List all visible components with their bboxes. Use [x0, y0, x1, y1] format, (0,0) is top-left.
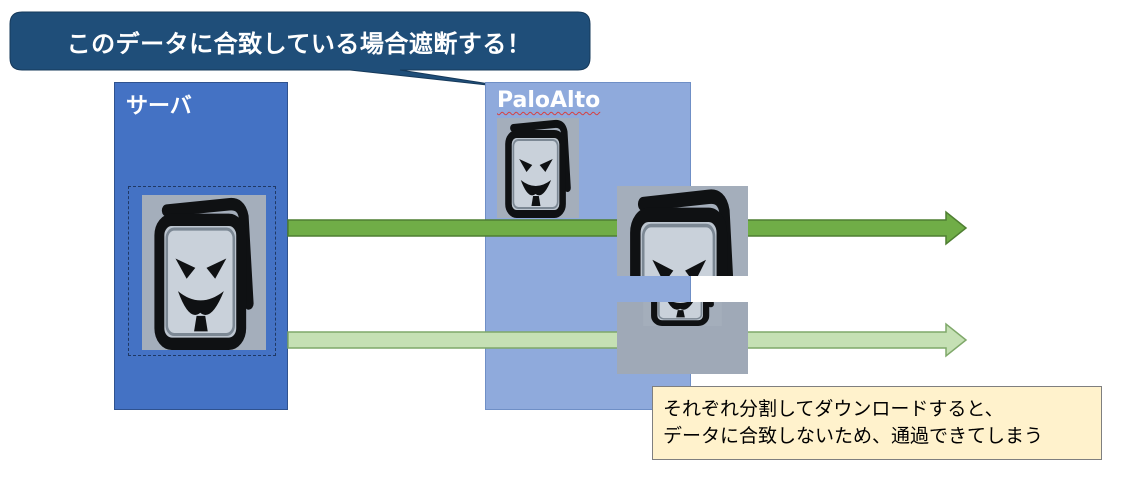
selection-frame [128, 186, 276, 356]
signature-file-icon [497, 118, 579, 218]
server-label: サーバ [126, 94, 192, 119]
note-line-2: データに合致しないため、通過できてしまう [663, 425, 1044, 447]
note-line-1: それぞれ分割してダウンロードすると、 [663, 398, 1004, 420]
paloalto-label: PaloAlto [497, 88, 601, 113]
explanation-note: それぞれ分割してダウンロードすると、 データに合致しないため、通過できてしまう [652, 386, 1102, 460]
split-file-icon [617, 302, 748, 374]
malicious-file-icon [142, 195, 266, 350]
full-file-icon [617, 186, 748, 276]
callout-text: このデータに合致している場合遮断する！ [66, 29, 532, 58]
callout-bubble [9, 11, 591, 89]
